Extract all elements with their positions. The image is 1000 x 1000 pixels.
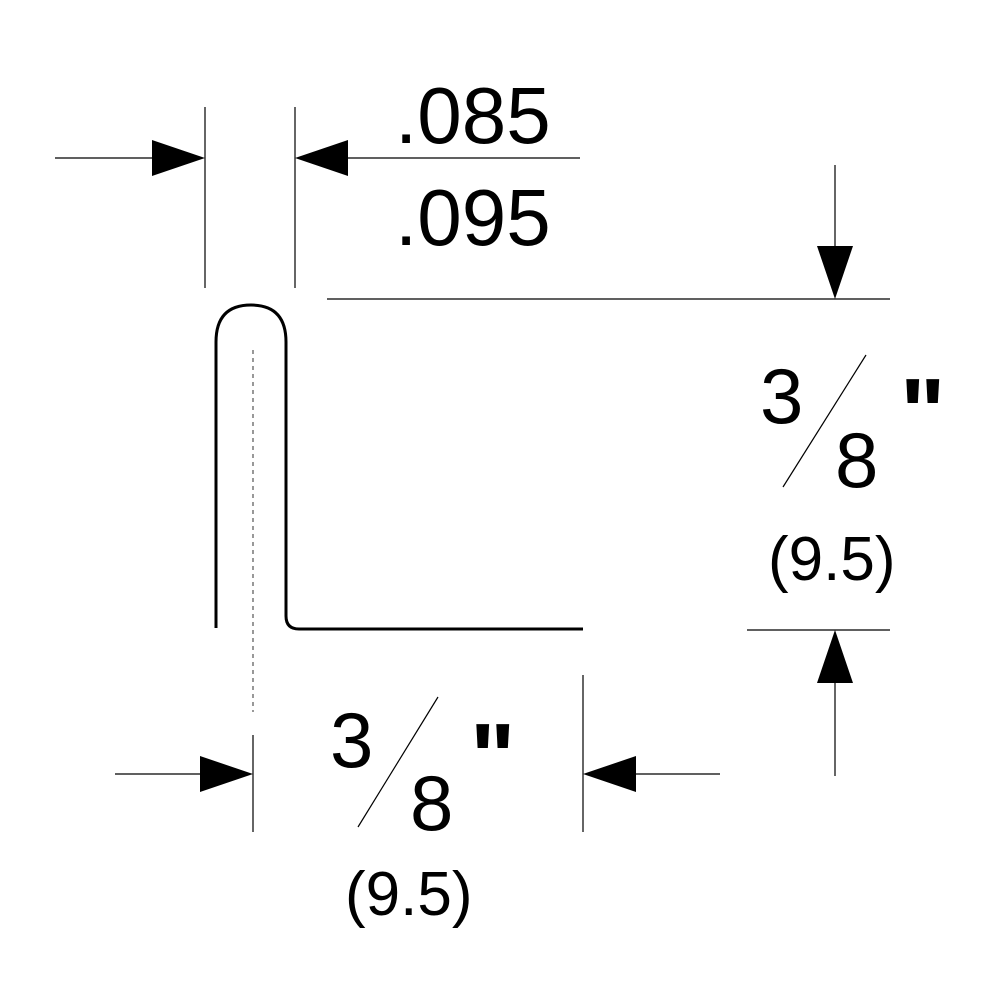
height-arrow-top <box>817 246 853 299</box>
height-arrow-bottom <box>817 630 853 683</box>
width-arrow-right <box>583 756 636 792</box>
width-fraction-bar <box>357 696 439 828</box>
height-unit: " <box>900 359 946 466</box>
thickness-arrow-right <box>295 140 348 176</box>
width-dimension: 3 8 " (9.5) <box>115 675 720 929</box>
width-numerator: 3 <box>330 696 373 784</box>
profile-outline <box>214 303 583 631</box>
thickness-arrow-left <box>152 140 205 176</box>
width-denominator: 8 <box>410 759 453 847</box>
height-dimension: 3 8 " (9.5) <box>327 165 946 776</box>
width-metric: (9.5) <box>345 860 472 929</box>
width-unit: " <box>470 704 516 811</box>
thickness-min: .085 <box>395 71 551 160</box>
width-arrow-left <box>200 756 253 792</box>
angle-profile <box>214 303 583 712</box>
height-metric: (9.5) <box>768 525 895 594</box>
height-fraction-bar <box>782 354 867 488</box>
height-numerator: 3 <box>760 352 803 440</box>
thickness-dimension: .085 .095 <box>55 71 580 288</box>
thickness-max: .095 <box>395 173 551 262</box>
height-denominator: 8 <box>835 416 878 504</box>
